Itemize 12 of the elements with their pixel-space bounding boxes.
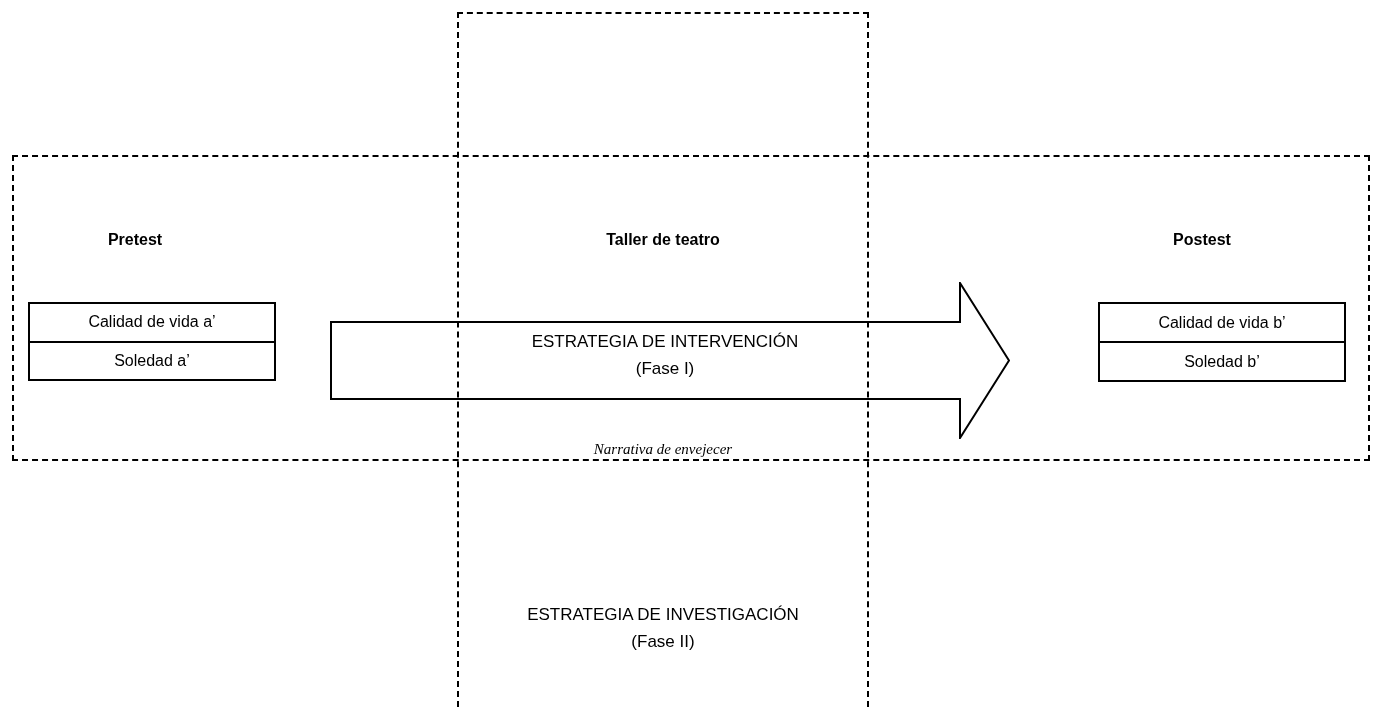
section-heading: Postest [1172,230,1232,250]
region-text: ESTRATEGIA DE INVESTIGACIÓN (Fase II) [526,604,800,653]
dashed-region [457,12,869,707]
table-cell-text: Calidad de vida b’ [1157,312,1287,333]
dashed-region [12,155,1370,461]
table-cell: Soledad b’ [1100,341,1344,380]
table-cell: Soledad a’ [30,340,274,379]
arrow-text: ESTRATEGIA DE INTERVENCIÓN (Fase I) [530,331,800,380]
section-heading: Pretest [106,230,164,250]
region-heading: Taller de teatro [605,230,721,250]
table-cell-text: Calidad de vida a’ [87,312,217,333]
region-caption: Narrativa de envejecer [592,440,734,458]
